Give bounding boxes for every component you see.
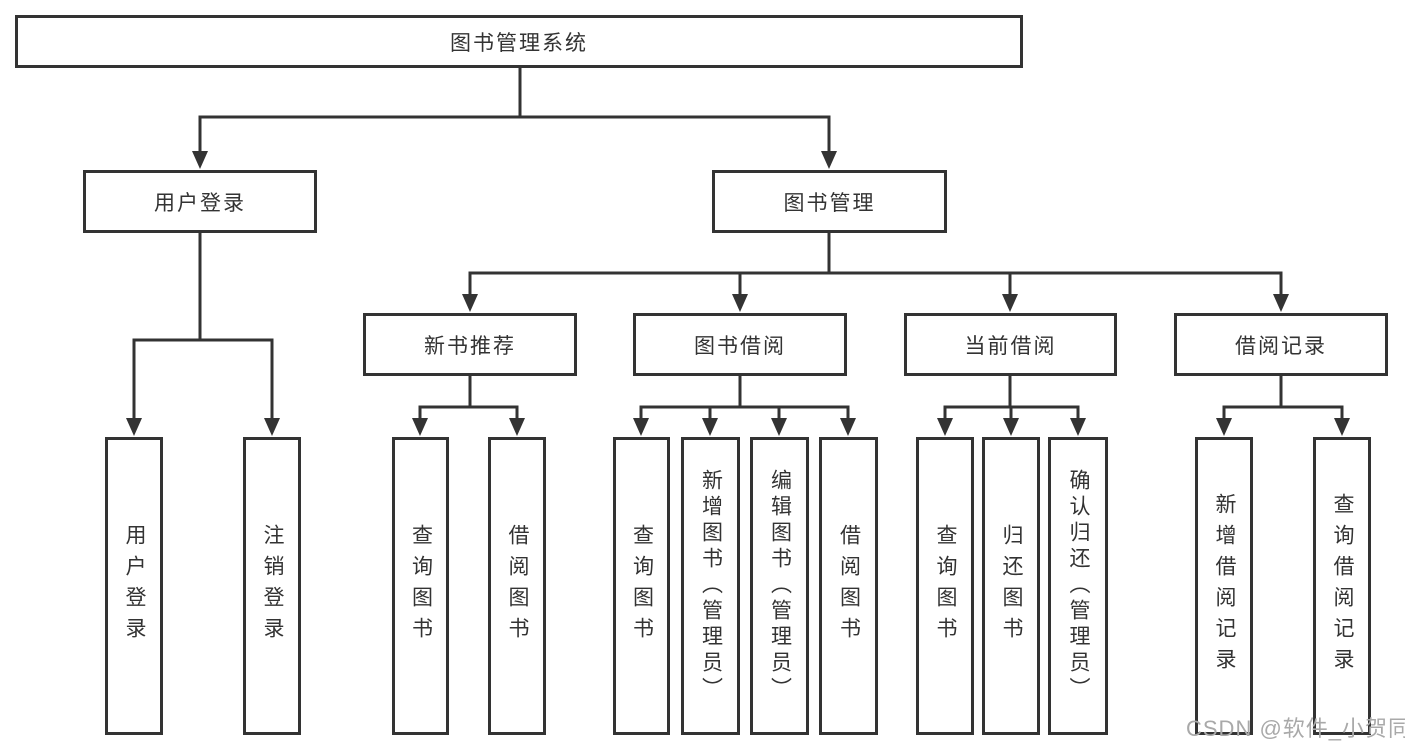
leaf-add-books-admin: 新增图书（管理员） bbox=[681, 437, 740, 735]
node-borrowing-records: 借阅记录 bbox=[1174, 313, 1388, 376]
leaf-return-books: 归还图书 bbox=[982, 437, 1040, 735]
node-new-book-recommendation: 新书推荐 bbox=[363, 313, 577, 376]
leaf-user-login: 用户登录 bbox=[105, 437, 163, 735]
leaf-edit-books-admin: 编辑图书（管理员） bbox=[750, 437, 809, 735]
leaf-query-books: 查询图书 bbox=[392, 437, 449, 735]
node-book-borrowing: 图书借阅 bbox=[633, 313, 847, 376]
node-library-management-system: 图书管理系统 bbox=[15, 15, 1023, 68]
leaf-logout: 注销登录 bbox=[243, 437, 301, 735]
node-user-login: 用户登录 bbox=[83, 170, 317, 233]
leaf-confirm-return-admin: 确认归还（管理员） bbox=[1048, 437, 1108, 735]
leaf-borrow-books: 借阅图书 bbox=[819, 437, 878, 735]
node-book-management: 图书管理 bbox=[712, 170, 947, 233]
leaf-query-books: 查询图书 bbox=[613, 437, 670, 735]
leaf-query-borrow-record: 查询借阅记录 bbox=[1313, 437, 1371, 735]
csdn-watermark: CSDN @软件_小贺同学 bbox=[1186, 716, 1405, 741]
leaf-borrow-books: 借阅图书 bbox=[488, 437, 546, 735]
leaf-add-borrow-record: 新增借阅记录 bbox=[1195, 437, 1253, 735]
node-current-borrowing: 当前借阅 bbox=[904, 313, 1117, 376]
leaf-query-books: 查询图书 bbox=[916, 437, 974, 735]
